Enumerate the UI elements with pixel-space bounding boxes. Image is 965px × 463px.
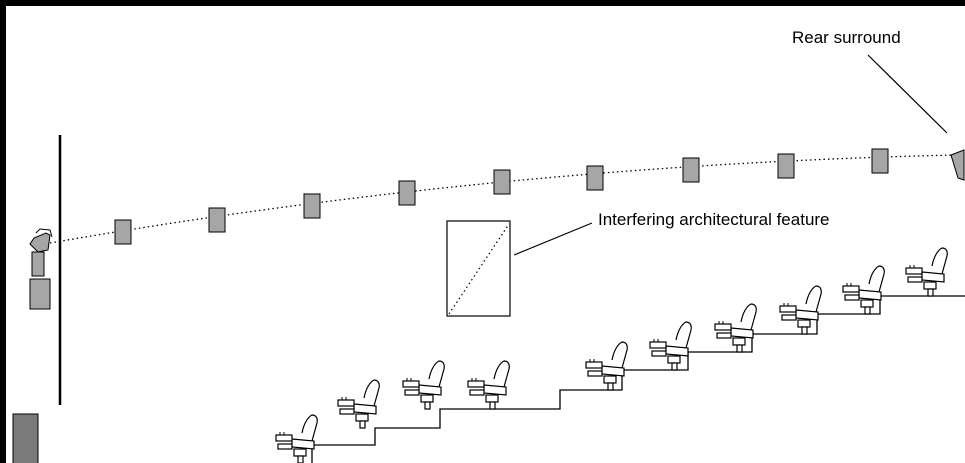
seat [467,360,510,410]
interfering-feature [446,220,511,317]
stepped-floor [311,295,965,463]
seat [337,379,380,429]
seat [275,414,318,463]
subwoofer [12,413,39,463]
seat [842,265,885,315]
front-speaker [29,228,53,310]
interfering-feature-label: Interfering architectural feature [598,210,830,229]
surround-speaker [398,180,416,206]
seat [779,285,822,335]
surround-speaker [586,165,604,191]
surround-speaker [682,157,700,183]
seat [649,321,692,371]
seat [714,303,757,353]
surround-speaker [114,219,132,245]
rear-surround-leader [867,54,948,134]
rear-surround-speaker [950,149,965,181]
surround-speaker [777,153,795,179]
side-surround-speakers [114,148,889,245]
surround-speaker [303,193,321,219]
surround-speaker [493,169,511,195]
seat [905,247,948,297]
seat [402,360,445,410]
interfering-feature-leader [513,222,593,256]
seats [275,247,948,463]
rear-surround-label: Rear surround [792,28,901,47]
seat [585,341,628,391]
surround-speaker [871,148,889,174]
surround-speaker [208,207,226,233]
